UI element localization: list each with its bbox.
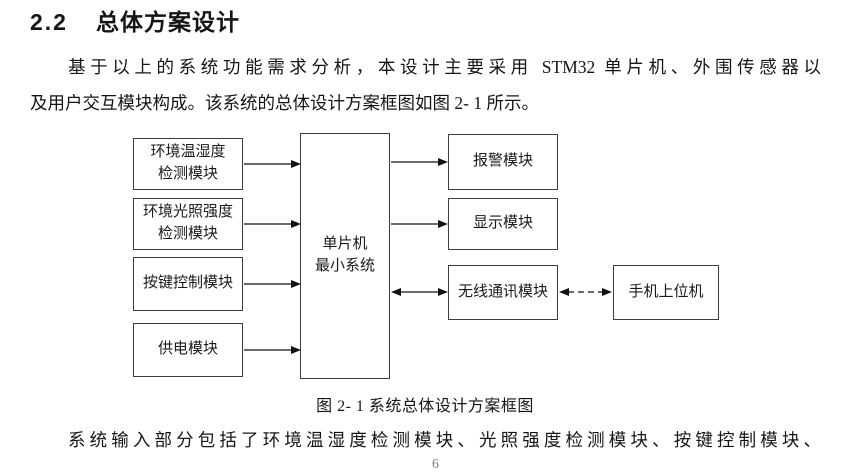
arrow-light-to-mcu	[244, 220, 301, 228]
arrow-mcu-wireless-bidir	[391, 288, 448, 296]
box-light-intensity-module: 环境光照强度 检测模块	[133, 198, 243, 250]
arrow-mcu-to-alarm	[391, 158, 448, 166]
paragraph-line-1: 基于以上的系统功能需求分析，本设计主要采用 STM32 单片机、外围传感器以	[68, 57, 821, 77]
box-key-control-module: 按键控制模块	[133, 257, 243, 311]
box-label: 报警模块	[472, 153, 533, 170]
box-label: 检测模块	[157, 226, 218, 242]
page-number: 6	[432, 457, 439, 472]
box-label: 无线通讯模块	[457, 283, 548, 300]
box-power-module: 供电模块	[133, 323, 243, 377]
bottom-paragraph-line: 系统输入部分包括了环境温湿度检测模块、光照强度检测模块、按键控制模块、	[68, 430, 821, 450]
section-title: 总体方案设计	[95, 9, 240, 35]
box-label: 最小系统	[314, 258, 375, 274]
figure-caption: 图 2- 1 系统总体设计方案框图	[316, 398, 534, 415]
box-label: 环境光照强度	[142, 204, 233, 221]
arrow-mcu-to-display	[391, 220, 448, 228]
arrow-wireless-phone-bidir	[559, 288, 612, 296]
box-label: 手机上位机	[628, 283, 704, 300]
box-label: 显示模块	[472, 215, 533, 232]
paragraph-line-2: 及用户交互模块构成。该系统的总体设计方案框图如图 2- 1 所示。	[30, 93, 539, 113]
box-temp-humidity-module: 环境温湿度 检测模块	[133, 138, 243, 190]
box-phone-host: 手机上位机	[613, 265, 719, 320]
box-label: 环境温湿度	[150, 144, 226, 161]
arrow-power-to-mcu	[244, 346, 301, 354]
box-alarm-module: 报警模块	[448, 134, 558, 190]
box-mcu-minimum-system: 单片机 最小系统	[300, 133, 390, 379]
box-label: 检测模块	[157, 166, 218, 182]
section-heading: 2.2 总体方案设计	[30, 3, 240, 37]
arrow-temp-to-mcu	[244, 160, 301, 168]
box-label: 单片机	[322, 236, 368, 253]
box-label: 按键控制模块	[142, 275, 233, 292]
box-wireless-comm-module: 无线通讯模块	[448, 265, 558, 320]
arrow-key-to-mcu	[244, 280, 301, 288]
box-label: 供电模块	[157, 341, 218, 358]
box-display-module: 显示模块	[448, 198, 558, 250]
section-number: 2.2	[30, 9, 68, 35]
